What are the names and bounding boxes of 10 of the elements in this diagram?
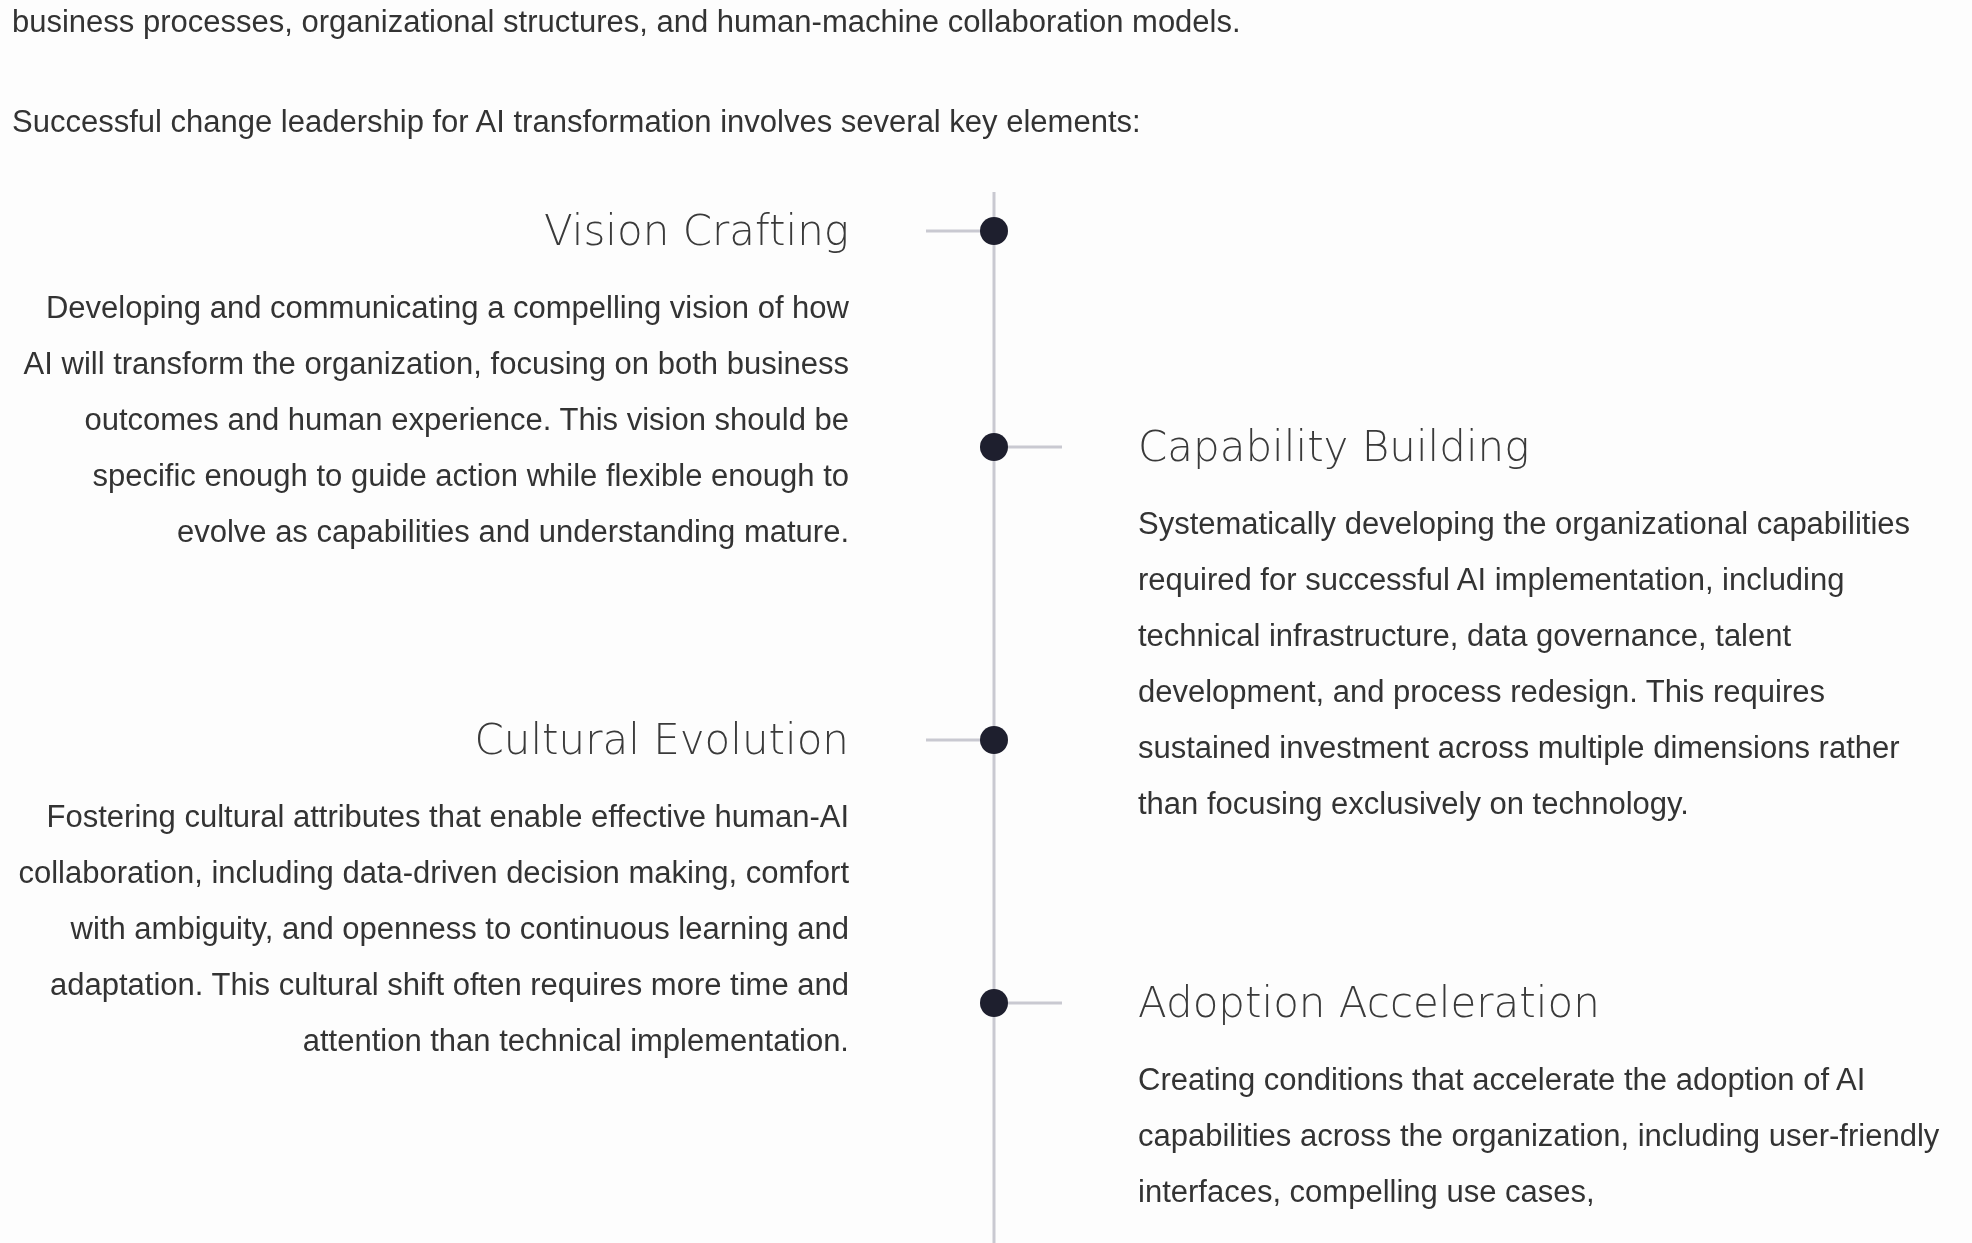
paragraph: Successful change leadership for AI transformation involves several key elements: (12, 103, 1141, 141)
timeline-heading: Vision Crafting (543, 205, 849, 257)
paragraph: business processes, organizational structures, and human-machine collaboration models. (12, 3, 1241, 41)
timeline-heading: Cultural Evolution (474, 714, 849, 766)
timeline-description: Fostering cultural attributes that enable effective human-AI collaboration, including data-driven decision making, comfort with ambiguity, and openness to continuous learning and adaptation. This cultural shift often requires more time and attention than technical implementation. (17, 798, 849, 1060)
timeline-heading: Capability Building (1138, 421, 1530, 473)
timeline-description: Creating conditions that accelerate the adoption of AI capabilities across the organization, including user-friendly interfaces, compelling use cases, (1138, 1061, 1941, 1211)
timeline-description: Systematically developing the organizational capabilities required for successful AI implementation, including technical infrastructure, data governance, talent development, and process redesign. This requires sustained investment across multiple dimensions rather than focusing exclusively on technology. (1138, 505, 1911, 823)
timeline-description: Developing and communicating a compelling vision of how AI will transform the organization, focusing on both business outcomes and human experience. This vision should be specific enough to guide action while flexible enough to evolve as capabilities and understanding mature. (22, 289, 849, 551)
timeline-heading: Adoption Acceleration (1138, 977, 1600, 1029)
